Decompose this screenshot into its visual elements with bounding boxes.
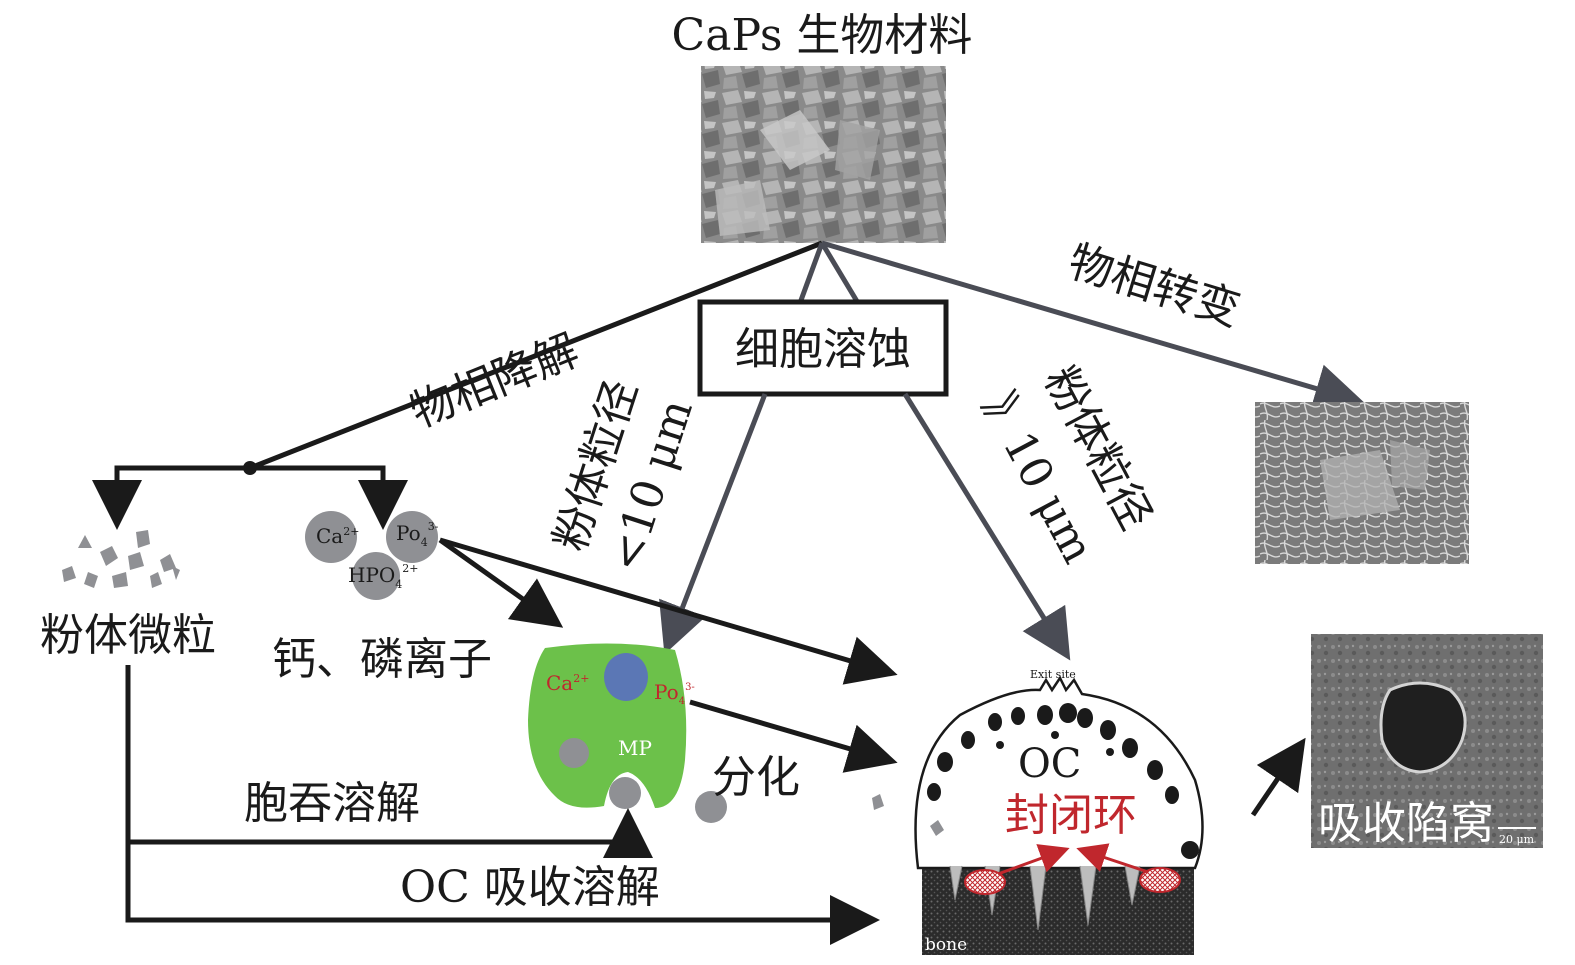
phase-transformed-sem-image bbox=[1255, 402, 1469, 564]
ion-po4: Po43- bbox=[396, 520, 439, 549]
label-oc-resorption: OC 吸收溶解 bbox=[400, 862, 660, 913]
sealing-zone-right bbox=[1139, 867, 1181, 893]
cell-erosion-label: 细胞溶蚀 bbox=[735, 324, 911, 375]
ion-ca: Ca2+ bbox=[316, 524, 359, 548]
osteoclast-cell bbox=[914, 675, 1204, 955]
arrow-phagocytosis bbox=[125, 665, 653, 858]
label-ca-p-ions: 钙、磷离子 bbox=[272, 634, 492, 685]
connector-to-box bbox=[797, 241, 861, 305]
label-differentiation: 分化 bbox=[712, 752, 800, 803]
released-particle bbox=[695, 791, 727, 823]
macrophage-cell bbox=[528, 643, 687, 809]
oc-label: OC bbox=[1018, 741, 1081, 787]
arrow-large-size bbox=[902, 392, 1071, 661]
ion-cluster bbox=[305, 511, 438, 600]
diagram-title: CaPs 生物材料 bbox=[672, 10, 973, 61]
oc-exit-site: Exit site bbox=[1030, 668, 1076, 681]
arrow-oc-resorption bbox=[125, 842, 880, 945]
arrow-small-size bbox=[659, 393, 768, 655]
sealing-zone-left bbox=[964, 869, 1006, 895]
oc-particle bbox=[930, 820, 944, 836]
label-powder-particles: 粉体微粒 bbox=[40, 610, 216, 661]
arrow-phase-transformation bbox=[821, 240, 1365, 413]
arrow-ions-to-mp bbox=[438, 537, 564, 628]
label-phase-degradation: 物相降解 bbox=[403, 325, 585, 438]
label-resorption-pit: 吸收陷窝 bbox=[1318, 798, 1494, 849]
caps-sem-image bbox=[701, 66, 946, 243]
arrow-to-resorption-pit bbox=[1250, 737, 1306, 817]
mp-ca: Ca2+ bbox=[546, 671, 589, 695]
arrow-mp-to-oc bbox=[689, 699, 898, 773]
macrophage-nucleus bbox=[604, 653, 648, 701]
arrow-ions-to-oc bbox=[439, 537, 898, 685]
arrow-phase-degradation bbox=[249, 240, 823, 471]
oc-sealing-ring: 封闭环 bbox=[1005, 790, 1137, 841]
arrow-to-particles bbox=[92, 465, 250, 530]
oc-particle bbox=[872, 794, 884, 810]
arrow-to-ions bbox=[250, 465, 408, 530]
label-phagocytosis: 胞吞溶解 bbox=[244, 778, 420, 829]
mp-po4: Po43- bbox=[654, 680, 695, 707]
cell-erosion-box bbox=[697, 299, 949, 397]
powder-particle-icons bbox=[62, 530, 180, 588]
ion-hpo4: HPO42+ bbox=[348, 562, 419, 591]
oc-bone-label: bone bbox=[925, 935, 967, 955]
scale-bar-label: 20 μm bbox=[1499, 833, 1535, 846]
mp-label: MP bbox=[618, 736, 652, 760]
resorption-pit-sem-image bbox=[1311, 634, 1543, 848]
